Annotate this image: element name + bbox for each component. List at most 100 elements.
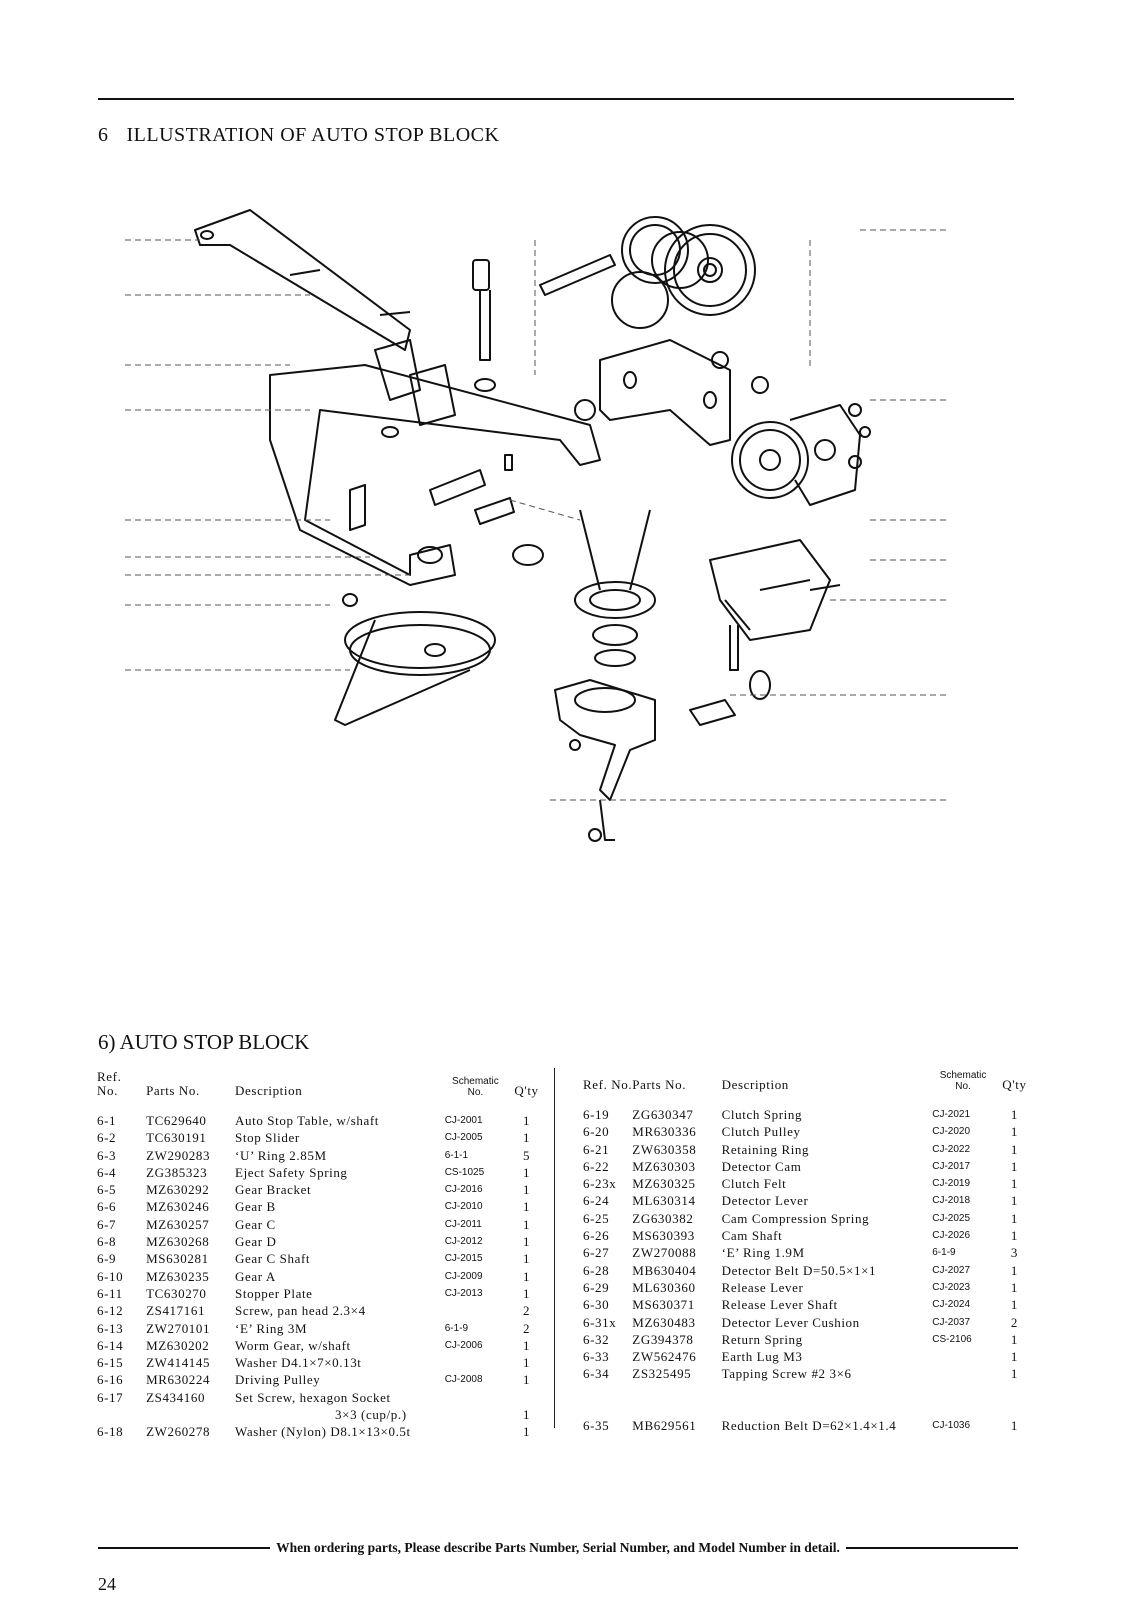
parts-no-cell <box>632 1400 721 1417</box>
header-qty: Q'ty <box>514 1083 539 1098</box>
ref-cell: 6-20 <box>583 1124 610 1140</box>
qty-cell: 1 <box>1010 1331 1018 1347</box>
parts-no-cell: MZ630325 <box>632 1176 696 1192</box>
schematic-cell: CJ-1036 <box>932 1420 971 1432</box>
ref-cell: 6-2 <box>97 1130 117 1146</box>
schematic-cell: CJ-2011 <box>444 1218 482 1230</box>
parts-no-cell: MZ630292 <box>146 1182 210 1198</box>
table-header: Ref. No. Parts No. Description Schematic… <box>583 1070 1035 1106</box>
schematic-cell: CJ-2005 <box>444 1132 483 1144</box>
gear-cluster <box>611 216 756 329</box>
schematic-cell <box>932 1400 994 1417</box>
description-cell: Cam Shaft <box>721 1228 783 1244</box>
table-row <box>583 1383 1035 1400</box>
ref-cell <box>97 1406 146 1423</box>
parts-no-cell: MZ630246 <box>146 1199 210 1215</box>
qty-cell <box>506 1389 547 1406</box>
description-cell: Detector Lever Cushion <box>721 1314 860 1330</box>
description-cell: Clutch Pulley <box>721 1124 801 1140</box>
description-cell: Retaining Ring <box>721 1141 810 1157</box>
schematic-cell: CJ-2024 <box>932 1299 971 1311</box>
description-cell: Return Spring <box>721 1331 803 1347</box>
ref-cell: 6-34 <box>583 1366 610 1382</box>
schematic-cell: CS-2106 <box>932 1333 972 1345</box>
description-cell: Set Screw, hexagon Socket <box>235 1389 391 1405</box>
ref-cell: 6-11 <box>97 1285 123 1301</box>
parts-no-cell: ZS417161 <box>146 1303 206 1319</box>
schematic-cell: CJ-2037 <box>932 1316 971 1328</box>
qty-cell: 1 <box>522 1182 531 1198</box>
parts-no-cell: MR630224 <box>146 1372 211 1388</box>
parts-no-cell: MR630336 <box>632 1124 697 1140</box>
ref-cell: 6-33 <box>583 1349 610 1365</box>
qty-cell: 1 <box>1010 1176 1018 1192</box>
stopper-plate <box>194 209 411 351</box>
description-cell: 3×3 (cup/p.) <box>335 1407 407 1423</box>
schematic-cell: CJ-2020 <box>932 1126 971 1138</box>
description-cell: Detector Lever <box>721 1193 809 1209</box>
ordering-note: When ordering parts, Please describe Par… <box>98 1540 1019 1556</box>
header-description: Description <box>721 1077 789 1092</box>
qty-cell: 1 <box>1010 1210 1018 1226</box>
parts-no-cell: MZ630268 <box>146 1234 210 1250</box>
ref-cell: 6-31x <box>583 1314 617 1330</box>
description-cell: Earth Lug M3 <box>721 1349 803 1365</box>
ref-cell: 6-9 <box>97 1251 117 1267</box>
schematic-cell: CJ-2008 <box>444 1374 483 1386</box>
description-cell <box>722 1383 933 1400</box>
qty-cell: 1 <box>522 1285 531 1301</box>
schematic-cell: CJ-2018 <box>932 1195 971 1207</box>
ref-cell: 6-32 <box>583 1331 610 1347</box>
table-row: 3×3 (cup/p.)1 <box>97 1406 547 1423</box>
schematic-cell: CS-1025 <box>444 1166 485 1178</box>
parts-no-cell: ZS325495 <box>632 1366 692 1382</box>
section-title-text: ILLUSTRATION OF AUTO STOP BLOCK <box>126 124 500 146</box>
ref-cell: 6-35 <box>583 1418 610 1434</box>
ref-cell: 6-27 <box>583 1245 610 1261</box>
parts-no-cell: MB629561 <box>632 1418 697 1434</box>
parts-no-cell: ZW270101 <box>146 1320 211 1336</box>
exploded-view-illustration <box>125 209 950 842</box>
schematic-cell: CJ-2001 <box>444 1115 483 1126</box>
ref-cell: 6-24 <box>583 1193 610 1209</box>
schematic-cell: 6-1-1 <box>444 1149 469 1161</box>
qty-cell: 1 <box>1010 1158 1018 1174</box>
release-lever <box>554 679 656 842</box>
description-cell: Release Lever Shaft <box>721 1297 838 1313</box>
ref-cell: 6-26 <box>583 1228 610 1244</box>
schematic-cell <box>932 1348 994 1365</box>
parts-no-cell: MB630404 <box>632 1262 697 1278</box>
schematic-cell <box>932 1383 994 1400</box>
ref-cell: 6-14 <box>97 1337 124 1353</box>
top-rule <box>98 98 1014 100</box>
schematic-cell: CJ-2006 <box>444 1339 483 1351</box>
schematic-cell: CJ-2017 <box>932 1160 971 1172</box>
qty-cell: 1 <box>522 1164 531 1180</box>
description-cell: Gear B <box>235 1199 276 1215</box>
header-schematic: Schematic No. <box>452 1076 499 1098</box>
schematic-cell <box>445 1406 506 1423</box>
description-cell: Gear C Shaft <box>235 1251 311 1267</box>
schematic-cell <box>445 1354 506 1371</box>
detector-lever <box>689 539 841 726</box>
qty-cell: 1 <box>1010 1262 1018 1278</box>
description-cell: Reduction Belt D=62×1.4×1.4 <box>721 1418 897 1434</box>
parts-no-cell: MS630281 <box>146 1251 209 1267</box>
schematic-cell: 6-1-9 <box>444 1322 469 1334</box>
description-cell: Washer (Nylon) D8.1×13×0.5t <box>235 1424 411 1440</box>
